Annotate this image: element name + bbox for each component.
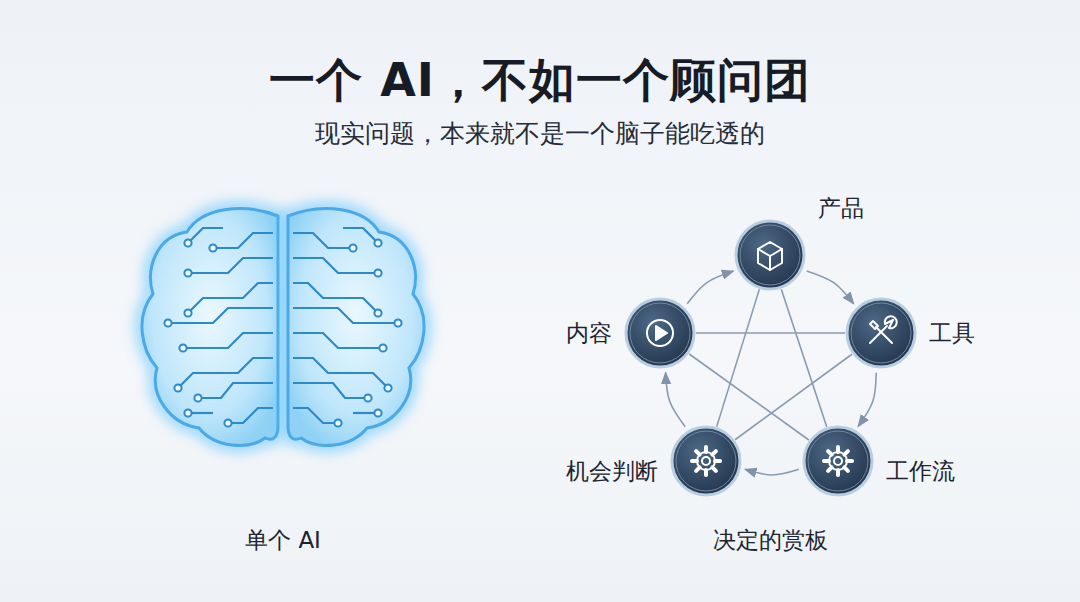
- circle-outline: [670, 425, 742, 497]
- node-label: 工具: [929, 318, 975, 349]
- star-line: [781, 289, 826, 427]
- circle-outline: [624, 297, 696, 369]
- title: 一个 AI，不如一个顾问团: [0, 50, 1080, 112]
- circle-node: 内容: [624, 297, 696, 369]
- node-label: 产品: [818, 193, 864, 224]
- circle-node: 工具: [845, 297, 917, 369]
- cycle-arrow: [745, 469, 799, 475]
- cycle-arrow: [858, 373, 876, 427]
- circle-outline: [845, 297, 917, 369]
- caption-label: 决定的赏板: [713, 525, 828, 556]
- cycle-arrow: [687, 271, 733, 304]
- caption-label: 单个 AI: [245, 525, 321, 556]
- circle-outline: [734, 219, 806, 291]
- star-line: [717, 289, 760, 426]
- node-label: 机会判断: [566, 456, 658, 487]
- circle-node: 机会判断: [670, 425, 742, 497]
- circle-node: 产品: [734, 219, 806, 291]
- subtitle: 现实问题，本来就不是一个脑子能吃透的: [315, 117, 765, 150]
- cycle-arrow: [807, 271, 854, 304]
- circle-outline: [802, 425, 874, 497]
- star-line: [696, 332, 845, 334]
- cycle-arrow: [666, 373, 686, 427]
- node-label: 内容: [566, 318, 612, 349]
- circle-node: 工作流: [802, 425, 874, 497]
- node-label: 工作流: [886, 456, 955, 487]
